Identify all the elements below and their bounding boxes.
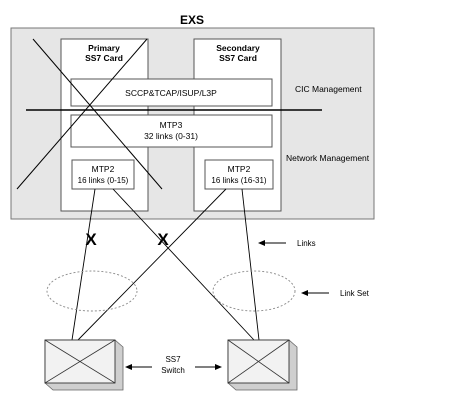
mtp2-secondary-title: MTP2 <box>228 164 251 174</box>
primary-card-cross-line-1 <box>32 38 163 190</box>
ss7-switch-left-cross-2 <box>44 339 116 384</box>
primary-card-title-line2: SS7 Card <box>85 53 123 63</box>
primary-card-cross-line-2 <box>16 38 148 190</box>
switch-arrowhead-right <box>215 364 222 370</box>
primary-card-title-line1: Primary <box>88 43 120 53</box>
sccp-layer-box <box>70 78 273 107</box>
ss7-switch-right <box>227 339 298 391</box>
failed-link-mark-right: X <box>157 230 169 249</box>
link-set-ellipse-left <box>46 270 138 312</box>
link-set-arrowhead <box>301 290 308 296</box>
ss7-switch-label-line1: SS7 <box>165 355 181 364</box>
mtp2-secondary-box <box>204 159 274 190</box>
exs-title: EXS <box>180 13 204 27</box>
secondary-card-title-line1: Secondary <box>216 43 260 53</box>
mtp2-primary-box <box>71 159 135 190</box>
mtp2-secondary-links: 16 links (16-31) <box>211 176 266 185</box>
link-line-primary-to-left-switch <box>71 188 96 341</box>
sccp-layer-label: SCCP&TCAP/ISUP/L3P <box>125 88 217 98</box>
secondary-card-title-line2: SS7 Card <box>219 53 257 63</box>
mtp2-primary-title: MTP2 <box>92 164 115 174</box>
mtp3-box <box>70 114 273 148</box>
network-management-label: Network Management <box>286 153 370 163</box>
cic-management-label: CIC Management <box>295 84 362 94</box>
mtp3-title: MTP3 <box>160 120 183 130</box>
link-line-secondary-to-right-switch <box>241 188 260 341</box>
ss7-switch-left <box>44 339 124 391</box>
mtp2-primary-links: 16 links (0-15) <box>78 176 129 185</box>
links-label: Links <box>297 239 316 248</box>
failed-link-mark-left: X <box>85 230 97 249</box>
link-set-ellipse-right <box>212 270 296 312</box>
link-set-label: Link Set <box>340 289 370 298</box>
link-line-secondary-to-left-switch <box>77 188 227 341</box>
switch-arrowhead-left <box>125 364 132 370</box>
links-arrowhead <box>258 240 265 246</box>
mtp3-links: 32 links (0-31) <box>144 131 198 141</box>
ss7-switch-right-cross-2 <box>227 339 290 384</box>
link-line-primary-to-right-switch <box>112 188 255 341</box>
ss7-switch-label-line2: Switch <box>161 366 185 375</box>
